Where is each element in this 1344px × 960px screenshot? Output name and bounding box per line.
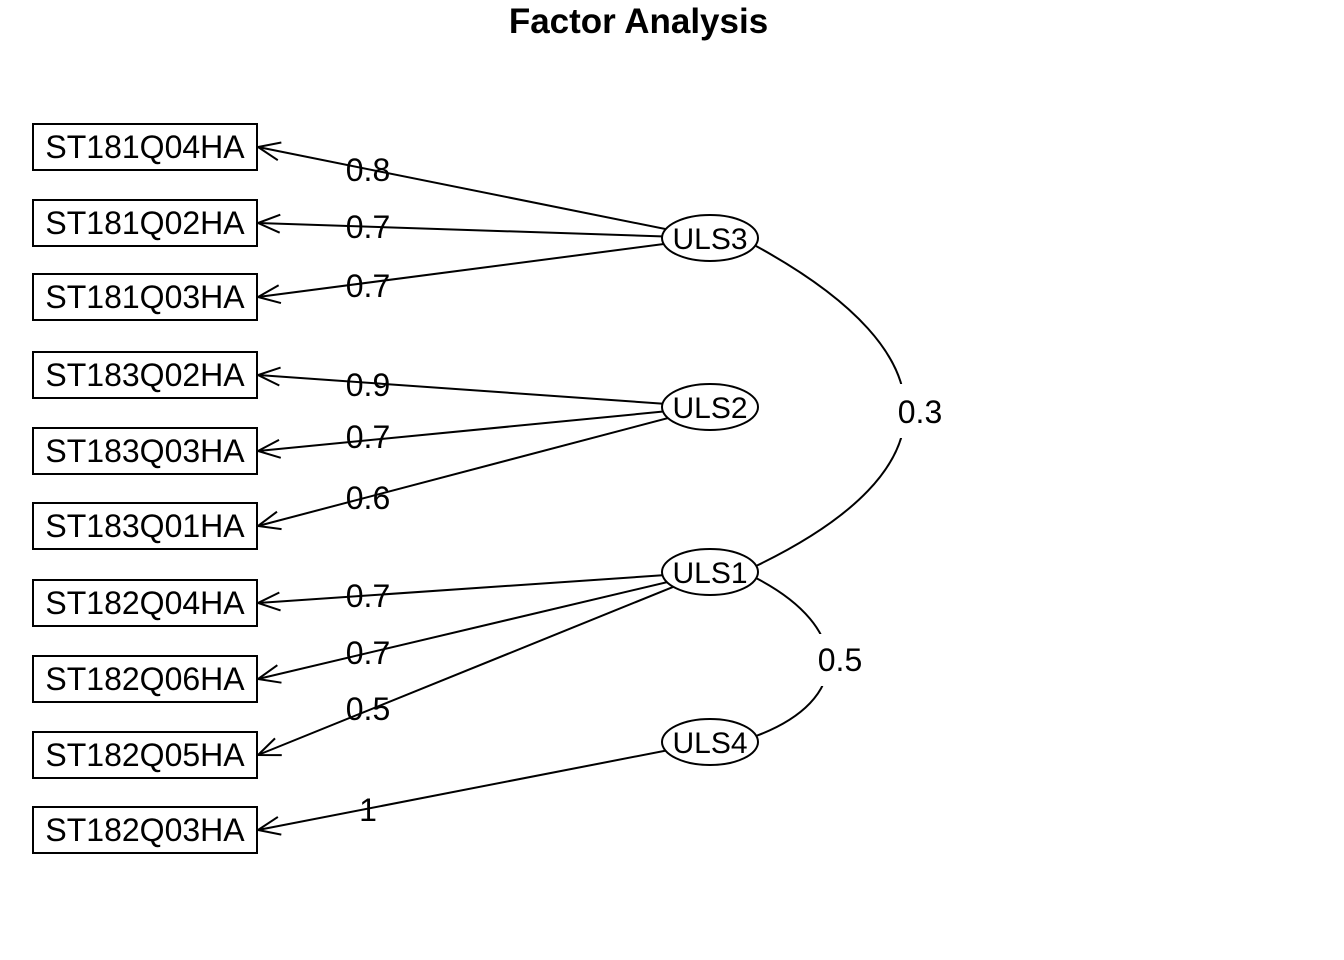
loading-edge-label: 0.9 [346,367,390,403]
covariance-edge-label: 0.3 [898,394,942,430]
manifest-node-label: ST183Q02HA [45,357,245,393]
loading-edge-label: 0.6 [346,480,390,516]
loading-edge-uls1-st182q04ha [255,571,711,612]
manifest-node-label: ST183Q01HA [45,508,245,544]
manifest-node-labels: ST181Q04HA ST181Q02HA ST181Q03HA ST183Q0… [45,129,245,848]
plot-title: Factor Analysis [508,2,769,41]
loading-edge-uls1-st182q06ha [255,571,711,684]
covariance-edges [755,245,954,737]
manifest-node-label: ST182Q04HA [45,585,245,621]
covariance-edge-uls3-uls1 [755,245,907,567]
manifest-node-box-st183q01ha [32,502,258,550]
loading-edge-label: 0.7 [346,578,390,614]
loading-edge-label: 0.7 [346,209,390,245]
loading-edge-uls1-st182q05ha [255,571,711,757]
loading-edge-uls3-st181q02ha [255,213,711,239]
loading-edge-label: 0.8 [346,152,390,188]
latent-nodes [661,214,759,766]
manifest-node-label: ST182Q06HA [45,661,245,697]
manifest-node-box-st182q05ha [32,731,258,779]
manifest-node-box-st182q04ha [32,579,258,627]
manifest-node-label: ST182Q05HA [45,737,245,773]
loading-edge-uls2-st183q01ha [255,406,711,531]
loading-edge-uls2-st183q03ha [255,406,711,459]
loading-edge-uls3-st181q03ha [255,237,711,305]
latent-node-label: ULS1 [672,557,747,590]
covariance-label-mask [886,384,954,438]
manifest-nodes [32,123,258,854]
covariance-edge-label: 0.5 [818,642,862,678]
loading-edge-label: 0.5 [346,691,390,727]
covariance-edge-labels: 0.3 0.5 [818,394,942,678]
manifest-node-label: ST183Q03HA [45,433,245,469]
loading-edge-label: 1 [359,792,377,828]
manifest-node-label: ST182Q03HA [45,812,245,848]
loading-edges [255,141,711,836]
loading-edge-label: 0.7 [346,419,390,455]
loading-edge-label: 0.7 [346,268,390,304]
latent-node-label: ULS3 [672,223,747,256]
latent-node-label: ULS4 [672,727,747,760]
manifest-node-box-st181q04ha [32,123,258,171]
latent-node-label: ULS2 [672,392,747,425]
manifest-node-box-st183q03ha [32,427,258,475]
loading-edge-labels: 0.8 0.7 0.7 0.9 0.7 0.6 0.7 0.7 0.5 1 [346,152,390,828]
covariance-label-mask [808,634,872,686]
latent-node-labels: ULS3 ULS2 ULS1 ULS4 [672,223,747,760]
loading-edge-uls4-st182q03ha [255,741,711,836]
manifest-node-label: ST181Q03HA [45,279,245,315]
manifest-node-label: ST181Q02HA [45,205,245,241]
manifest-node-label: ST181Q04HA [45,129,245,165]
latent-node-ellipse-uls4 [661,718,759,766]
manifest-node-box-st181q03ha [32,273,258,321]
latent-node-ellipse-uls3 [661,214,759,262]
latent-node-ellipse-uls2 [661,383,759,431]
manifest-node-box-st182q06ha [32,655,258,703]
latent-node-ellipse-uls1 [661,548,759,596]
manifest-node-box-st183q02ha [32,351,258,399]
manifest-node-box-st182q03ha [32,806,258,854]
loading-edge-uls2-st183q02ha [255,366,711,408]
loading-edge-uls3-st181q04ha [255,141,711,239]
loading-edge-label: 0.7 [346,635,390,671]
manifest-node-box-st181q02ha [32,199,258,247]
